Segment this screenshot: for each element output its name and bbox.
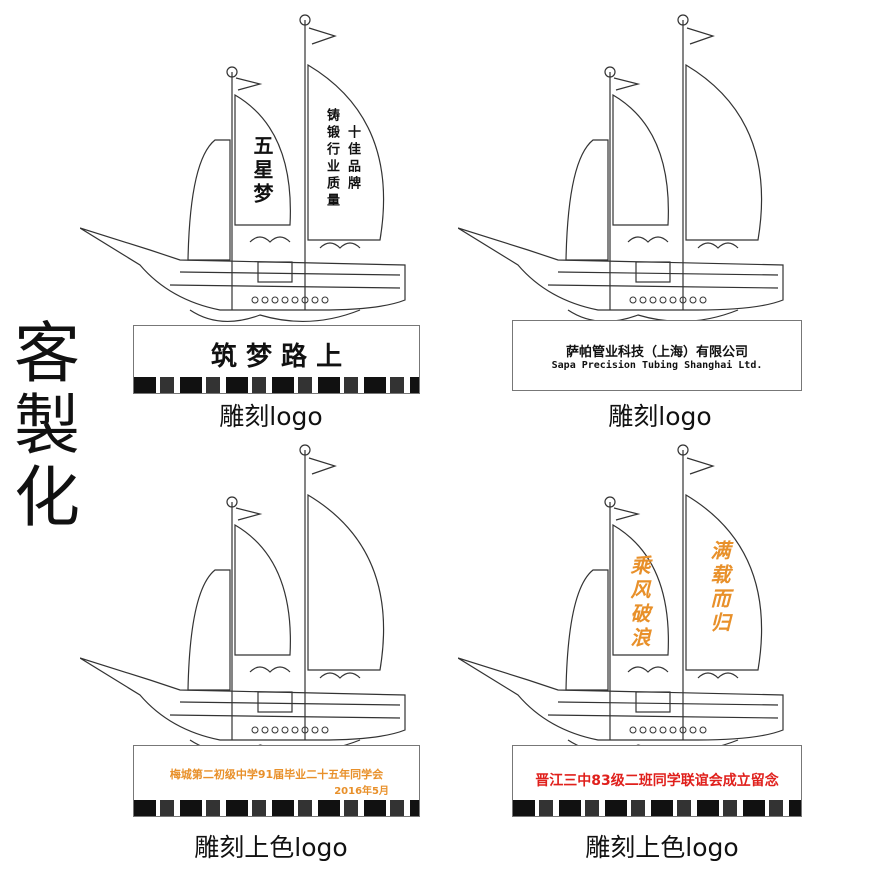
- plaque-text: 晋江三中83级二班同学联谊会成立留念: [535, 773, 779, 789]
- caption: 雕刻上色logo: [194, 833, 348, 862]
- wave-pattern: [134, 800, 419, 816]
- sail-text: 乘风破浪: [627, 555, 651, 651]
- wave-pattern: [134, 377, 419, 393]
- ship-illustration: [80, 440, 420, 760]
- sail-text: 满载而归: [707, 540, 731, 636]
- ship-illustration: [458, 10, 798, 330]
- plaque-text: 萨帕管业科技（上海）有限公司: [565, 345, 748, 360]
- engraved-plaque: 梅城第二初级中学91届毕业二十五年同学会 2016年5月: [133, 745, 420, 817]
- plaque-text: Sapa Precision Tubing Shanghai Ltd.: [551, 360, 763, 371]
- engraved-plaque: 晋江三中83级二班同学联谊会成立留念: [512, 745, 802, 817]
- sail-text: 五星梦: [250, 135, 274, 207]
- caption: 雕刻logo: [608, 402, 712, 431]
- plaque-text: 梅城第二初级中学91届毕业二十五年同学会: [169, 768, 384, 781]
- caption: 雕刻上色logo: [585, 833, 739, 862]
- caption: 雕刻logo: [219, 402, 323, 431]
- plaque-date: 2016年5月: [334, 786, 389, 797]
- sail-text: 十佳品牌: [345, 125, 360, 193]
- engraved-plaque: 筑 梦 路 上: [133, 325, 420, 394]
- wave-pattern: [513, 800, 801, 816]
- plaque-text: 筑 梦 路 上: [210, 342, 343, 372]
- engraved-plaque: 萨帕管业科技（上海）有限公司 Sapa Precision Tubing Sha…: [512, 320, 802, 391]
- customized-title: 客製化: [14, 315, 80, 536]
- sail-text: 铸锻行业质量: [324, 108, 339, 210]
